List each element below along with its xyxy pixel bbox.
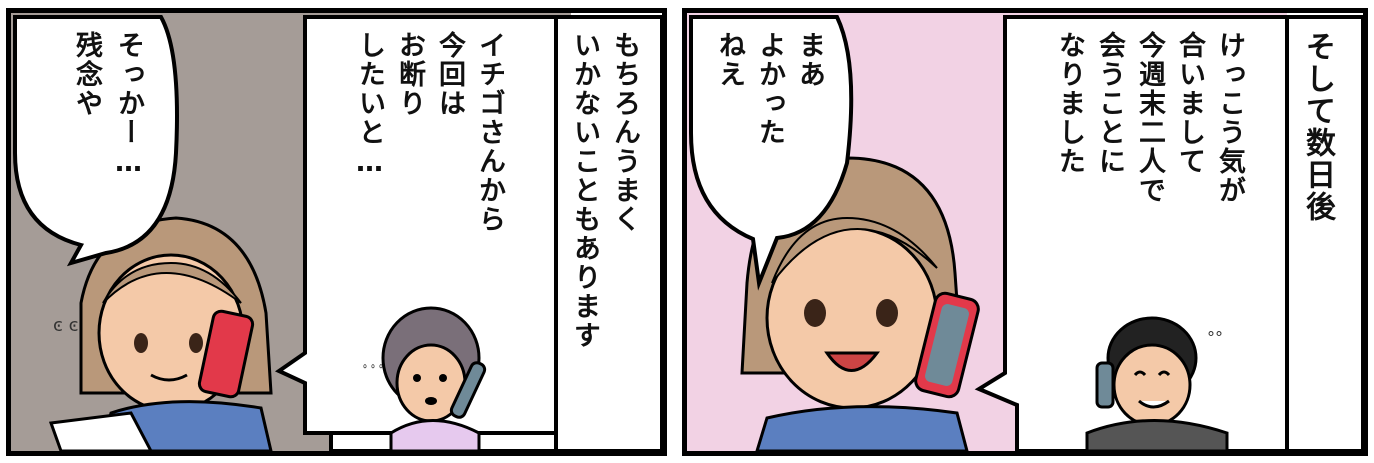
narration-text: そして数日後 [1300, 31, 1335, 223]
left-panel-art: ﾟﾟﾟ ͼ ͼ [13, 15, 662, 451]
woman-speech: まあ よかった ねえ [714, 31, 825, 147]
caller-speech: けっこう気が 合いまして 今週末二人で 会うことに なりました [1054, 31, 1245, 205]
man-figure: °° [1085, 316, 1229, 451]
panel-right: °° そして数日後 けっこう気が 合いまして 今週末二人で 会うことに なりまし… [682, 8, 1368, 456]
svg-text:ͼ ͼ: ͼ ͼ [53, 315, 79, 336]
old-lady-figure: ﾟﾟﾟ [363, 306, 487, 451]
svg-text:ﾟﾟﾟ: ﾟﾟﾟ [363, 363, 387, 382]
woman-figure [740, 156, 980, 451]
svg-text:°°: °° [1207, 328, 1223, 347]
caller-speech: イチゴさんから 今回は お断り したいと… [354, 31, 505, 234]
narration-text: もちろんうまく いかないこともあります [569, 31, 640, 350]
panel-left: ﾟﾟﾟ ͼ ͼ もちろんうまく いかないこともあります イチゴさんから 今回は … [6, 8, 667, 456]
right-panel-art: °° [689, 15, 1363, 451]
woman-figure: ͼ ͼ [48, 216, 273, 451]
woman-speech: そっかー… 残念や [71, 31, 144, 180]
